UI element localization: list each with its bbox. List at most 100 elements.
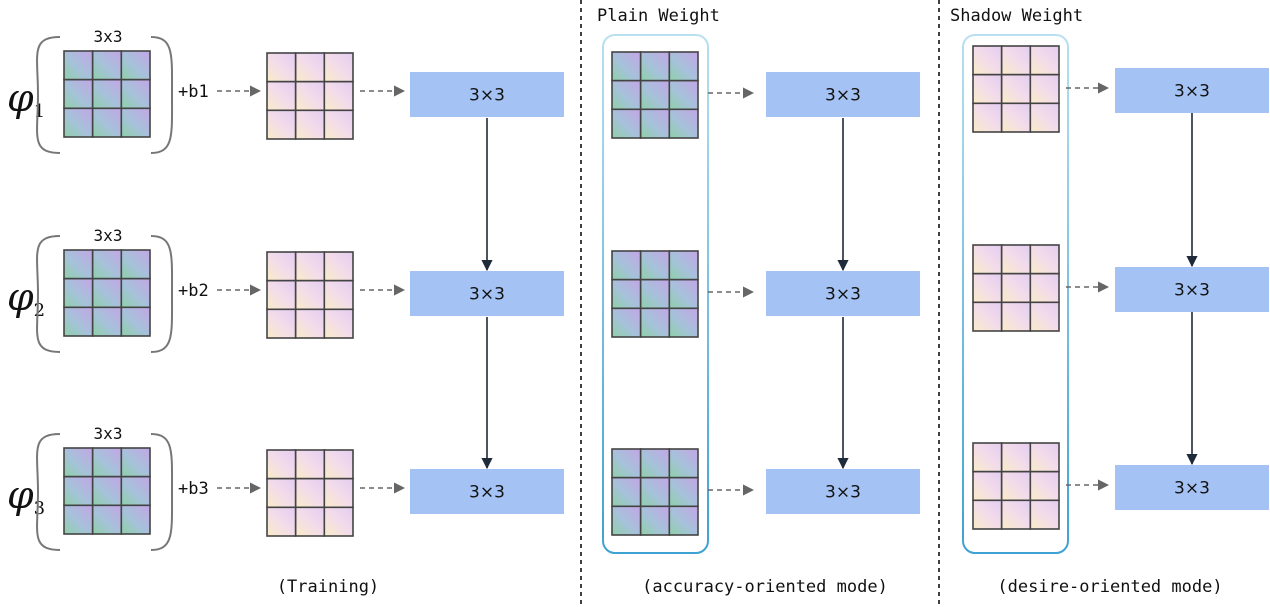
kernel-cell bbox=[611, 250, 642, 281]
kernel-cell bbox=[639, 278, 671, 310]
kernel-cell bbox=[668, 108, 699, 139]
kernel-cell bbox=[1000, 301, 1032, 332]
kernel-cell bbox=[63, 249, 94, 280]
plain-weight-kernel-1 bbox=[611, 51, 699, 139]
kernel-cell bbox=[972, 244, 1003, 275]
kernel-cell bbox=[120, 475, 151, 507]
kernel-cell bbox=[611, 307, 642, 338]
kernel-cell bbox=[266, 477, 297, 509]
caption-desire-mode: (desire-oriented mode) bbox=[997, 577, 1222, 597]
kernel-cell bbox=[120, 107, 151, 138]
kernel-cell bbox=[1029, 470, 1060, 502]
shadow-conv-block-2 bbox=[1115, 267, 1269, 312]
kernel-cell bbox=[972, 442, 1003, 473]
kernel-cell bbox=[639, 448, 671, 479]
kernel-cell bbox=[266, 506, 297, 537]
kernel-cell bbox=[611, 278, 642, 310]
kernel-cell bbox=[1000, 102, 1032, 133]
kernel-cell bbox=[639, 108, 671, 139]
kernel-cell bbox=[120, 78, 151, 110]
training-kernel-1 bbox=[63, 50, 151, 138]
kernel-cell bbox=[323, 80, 354, 112]
shadow-weight-header: Shadow Weight bbox=[950, 6, 1083, 26]
caption-accuracy-mode: (accuracy-oriented mode) bbox=[642, 577, 888, 597]
kernel-cell bbox=[294, 52, 326, 83]
kernel-cell bbox=[63, 50, 94, 81]
kernel-cell bbox=[1029, 301, 1060, 332]
kernel-cell bbox=[668, 51, 699, 82]
kernel-cell bbox=[91, 306, 123, 337]
left-parenthesis-3 bbox=[36, 433, 61, 551]
kernel-cell bbox=[323, 109, 354, 140]
kernel-size-label-1: 3x3 bbox=[94, 27, 123, 46]
phi-subscript: 1 bbox=[34, 101, 45, 122]
plain-conv-block-1 bbox=[766, 72, 920, 117]
training-conv-block-2 bbox=[410, 271, 564, 316]
plain-conv-block-2-label: 3×3 bbox=[825, 285, 861, 305]
kernel-cell bbox=[639, 250, 671, 281]
kernel-cell bbox=[266, 109, 297, 140]
shadow-conv-block-3 bbox=[1115, 465, 1269, 510]
shadow-weight-kernel-1 bbox=[972, 45, 1060, 133]
kernel-cell bbox=[294, 109, 326, 140]
kernel-cell bbox=[972, 272, 1003, 304]
kernel-cell bbox=[1029, 499, 1060, 530]
kernel-cell bbox=[1029, 73, 1060, 105]
kernel-cell bbox=[120, 504, 151, 535]
kernel-size-label-3: 3x3 bbox=[94, 424, 123, 443]
phi-letter: φ bbox=[7, 275, 34, 319]
shadow-weight-kernel-3 bbox=[972, 442, 1060, 530]
kernel-cell bbox=[294, 477, 326, 509]
training-kernel-2 bbox=[63, 249, 151, 337]
left-parenthesis-2 bbox=[36, 235, 61, 353]
kernel-cell bbox=[120, 277, 151, 309]
kernel-cell bbox=[639, 476, 671, 508]
kernel-cell bbox=[639, 307, 671, 338]
kernel-cell bbox=[63, 277, 94, 309]
kernel-cell bbox=[1029, 272, 1060, 304]
kernel-cell bbox=[972, 102, 1003, 133]
kernel-cell bbox=[668, 505, 699, 536]
phi-symbol-2: φ2 bbox=[7, 275, 45, 321]
kernel-cell bbox=[668, 250, 699, 281]
phi-letter: φ bbox=[7, 76, 34, 120]
bias-label-3: +b3 bbox=[178, 479, 209, 499]
shadow-conv-block-3-label: 3×3 bbox=[1174, 479, 1210, 499]
kernel-cell bbox=[266, 80, 297, 112]
right-parenthesis-3 bbox=[150, 433, 174, 551]
right-parenthesis-2 bbox=[150, 235, 174, 353]
kernel-cell bbox=[63, 504, 94, 535]
kernel-cell bbox=[120, 447, 151, 478]
kernel-cell bbox=[120, 50, 151, 81]
kernel-cell bbox=[611, 448, 642, 479]
kernel-cell bbox=[91, 277, 123, 309]
phi-symbol-1: φ1 bbox=[7, 76, 45, 122]
phi-subscript: 2 bbox=[34, 300, 45, 321]
kernel-cell bbox=[1029, 45, 1060, 76]
kernel-cell bbox=[120, 306, 151, 337]
training-conv-block-1 bbox=[410, 72, 564, 117]
kernel-cell bbox=[972, 45, 1003, 76]
fused-kernel-3 bbox=[266, 449, 354, 537]
kernel-size-label-2: 3x3 bbox=[94, 226, 123, 245]
kernel-cell bbox=[668, 476, 699, 508]
kernel-cell bbox=[294, 251, 326, 282]
kernel-cell bbox=[266, 308, 297, 339]
kernel-cell bbox=[972, 470, 1003, 502]
left-parenthesis-1 bbox=[36, 36, 61, 154]
phi-subscript: 3 bbox=[34, 498, 45, 519]
training-kernel-3 bbox=[63, 447, 151, 535]
kernel-cell bbox=[1029, 442, 1060, 473]
plain-weight-kernel-2 bbox=[611, 250, 699, 338]
kernel-cell bbox=[294, 449, 326, 480]
kernel-cell bbox=[294, 80, 326, 112]
kernel-cell bbox=[323, 506, 354, 537]
shadow-conv-block-1 bbox=[1115, 68, 1269, 113]
kernel-cell bbox=[91, 78, 123, 110]
kernel-cell bbox=[668, 448, 699, 479]
kernel-cell bbox=[91, 50, 123, 81]
kernel-cell bbox=[1000, 45, 1032, 76]
kernel-cell bbox=[63, 78, 94, 110]
plain-weight-frame bbox=[602, 34, 709, 554]
